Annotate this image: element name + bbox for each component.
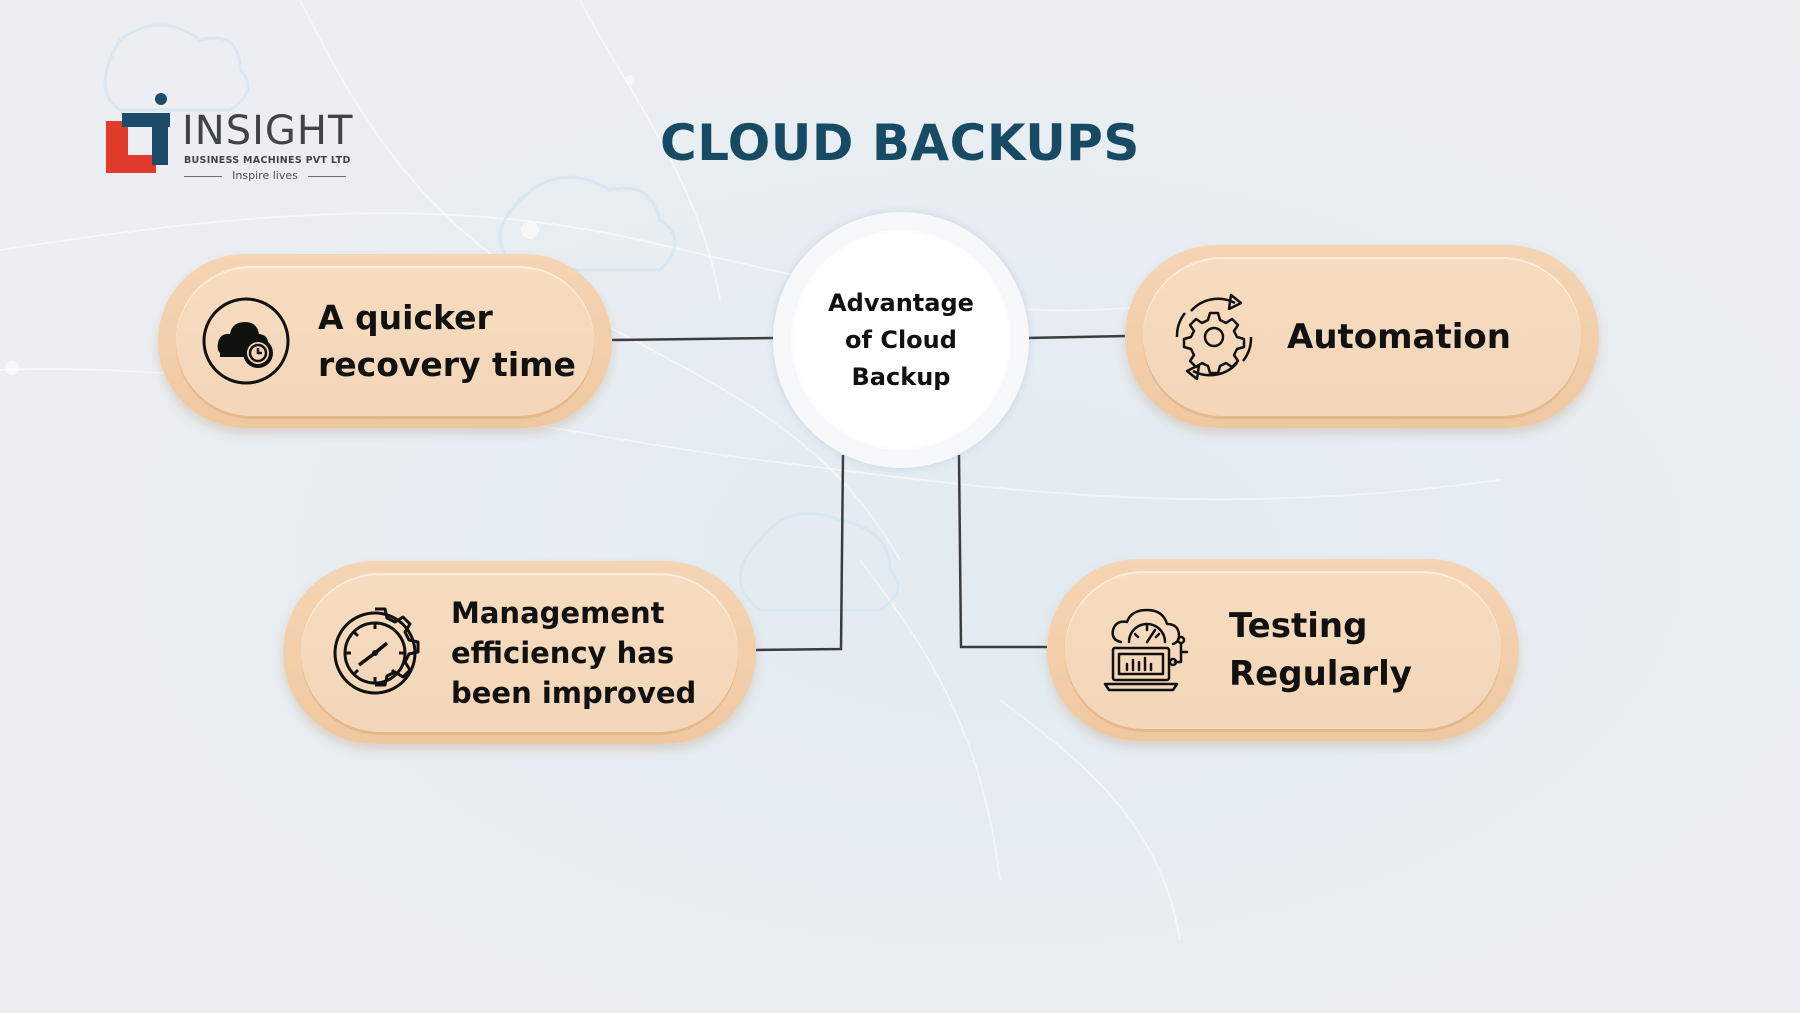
- benefit-automation: Automation: [1125, 245, 1599, 428]
- benefit-recovery-time: A quicker recovery time: [158, 254, 612, 428]
- page-title: CLOUD BACKUPS: [660, 114, 1140, 172]
- connector-management: [755, 454, 845, 652]
- connector-testing: [957, 454, 1047, 649]
- hub-circle: Advantage of Cloud Backup: [789, 228, 1013, 452]
- logo-subtitle: BUSINESS MACHINES PVT LTD: [184, 155, 351, 166]
- benefit-label: Management efficiency has been improved: [451, 595, 697, 710]
- central-hub: Advantage of Cloud Backup: [773, 212, 1029, 468]
- benefit-pill-inner: Testing Regularly: [1065, 571, 1501, 729]
- connector-automation: [1025, 334, 1128, 340]
- benefit-pill-inner: Automation: [1143, 257, 1581, 416]
- hub-label: Advantage of Cloud Backup: [828, 288, 974, 391]
- insight-logo-mark-icon: [106, 93, 170, 173]
- benefit-pill-inner: Management efficiency has been improved: [301, 573, 738, 732]
- connector-recovery: [611, 336, 776, 342]
- benefit-management-efficiency: Management efficiency has been improved: [283, 561, 756, 744]
- gear-cycle-icon: [1171, 289, 1257, 385]
- benefit-label: Testing Regularly: [1229, 606, 1412, 694]
- benefit-label: Automation: [1287, 316, 1511, 357]
- benefit-pill-inner: A quicker recovery time: [176, 266, 594, 416]
- cloud-clock-icon: [200, 295, 292, 387]
- benefit-testing-regularly: Testing Regularly: [1047, 559, 1519, 741]
- logo-wordmark: INSIGHT: [182, 108, 354, 154]
- logo-tagline: Inspire lives: [184, 169, 346, 182]
- clock-gear-icon: [325, 603, 425, 703]
- company-logo: INSIGHT BUSINESS MACHINES PVT LTD Inspir…: [104, 93, 354, 183]
- benefit-label: A quicker recovery time: [318, 298, 576, 384]
- laptop-cloud-gauge-icon: [1099, 602, 1195, 698]
